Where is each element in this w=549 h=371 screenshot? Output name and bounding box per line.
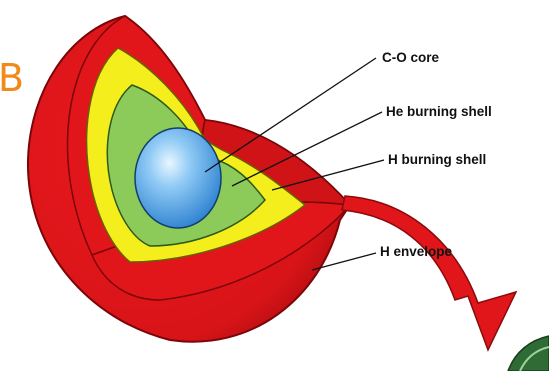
- label-c-o-core: C-O core: [382, 50, 439, 66]
- label-h-envelope: H envelope: [380, 244, 452, 260]
- label-he-burning-shell: He burning shell: [386, 104, 492, 120]
- label-h-burning-shell: H burning shell: [388, 152, 486, 168]
- c-o-core: [135, 128, 221, 228]
- planetary-nebula-edge: [508, 336, 549, 371]
- evolution-arrow: [342, 196, 516, 350]
